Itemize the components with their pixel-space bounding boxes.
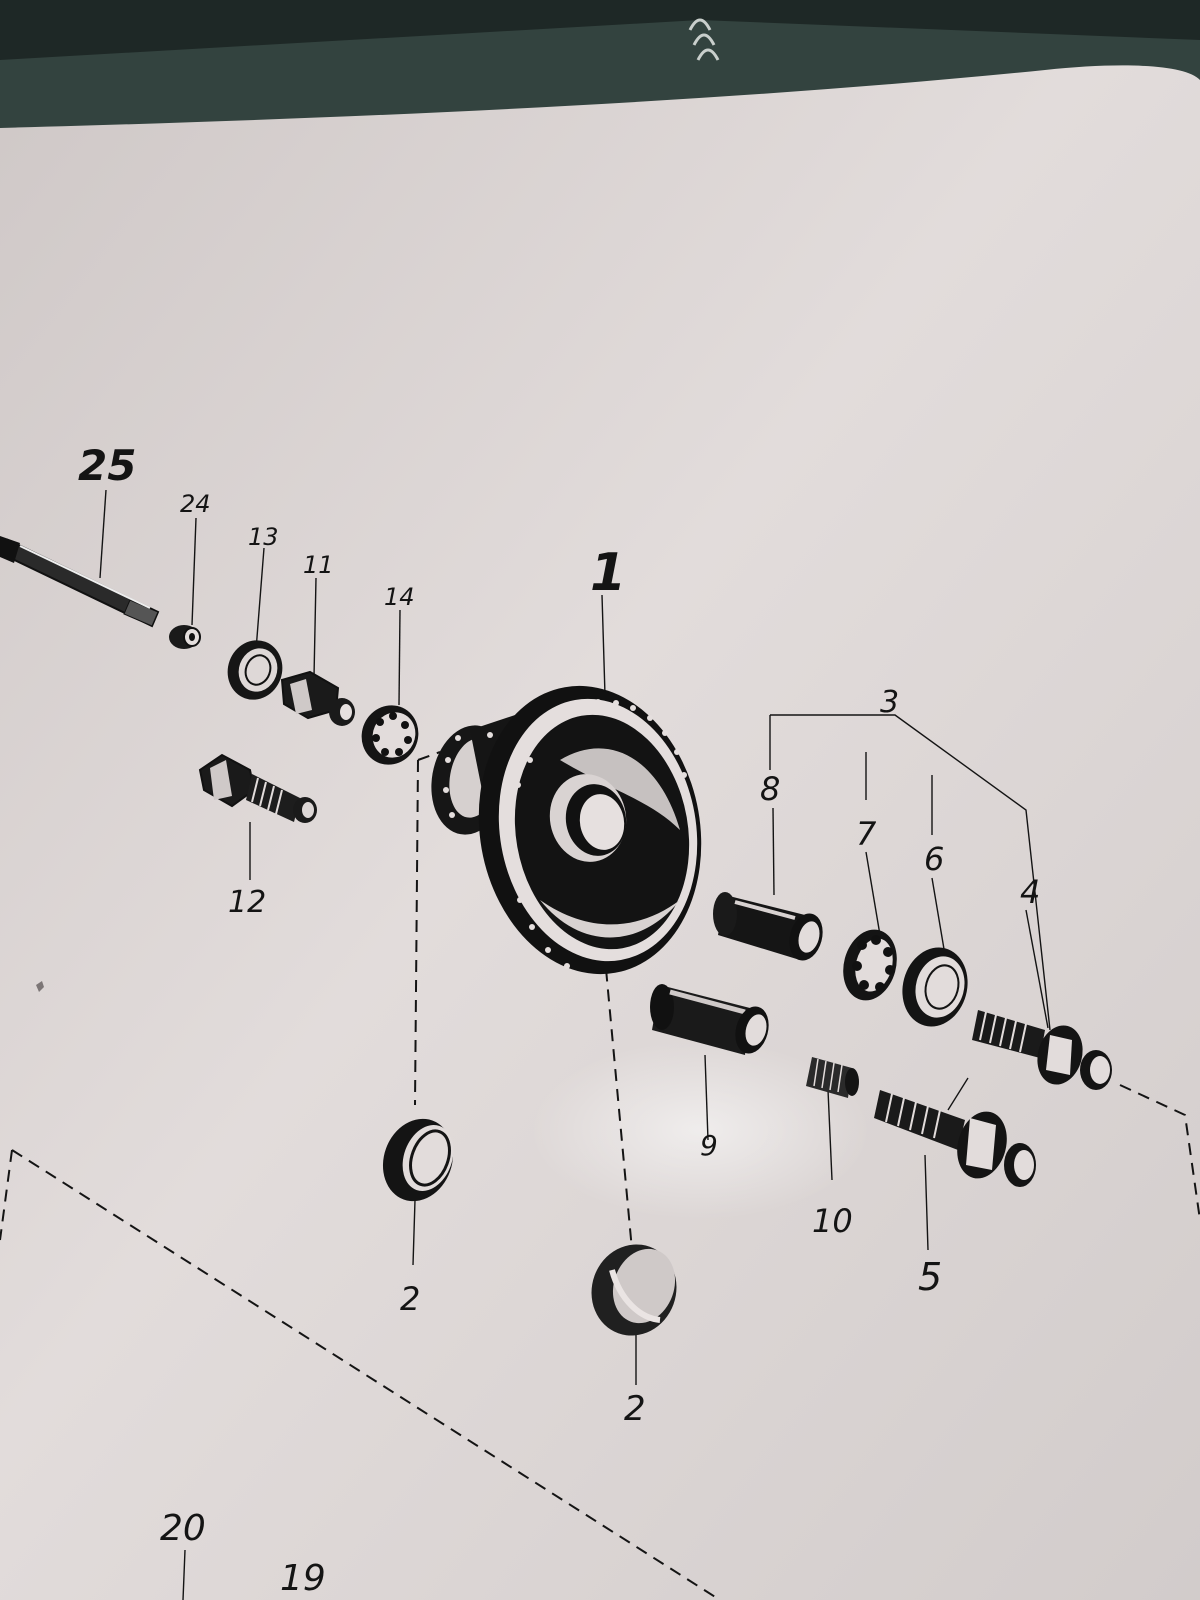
threaded-axle-stub-icon [874,1090,1036,1187]
callout-7: 7 [856,815,877,853]
threaded-axle-stub-icon [972,1010,1112,1090]
callout-13: 13 [248,523,279,551]
background-shadow [0,0,1200,60]
callout-19: 19 [280,1558,326,1599]
spacer-tube-icon [713,892,823,961]
callout-11: 11 [303,551,334,579]
knurled-nut-icon [806,1057,859,1098]
hub-shell-icon [431,685,702,975]
ball-bearing-icon [843,929,897,1001]
callout-25: 25 [78,441,136,490]
bearing-cup-icon [382,1118,454,1202]
callout-10: 10 [812,1202,853,1240]
bearing-cup-icon [591,1244,677,1336]
leader-lines [99,489,1051,1600]
callout-14: 14 [384,583,415,611]
washer-icon [902,947,968,1027]
ball-bearing-icon [361,705,419,765]
seal-ring-icon [227,640,283,700]
paper-speck [36,981,44,992]
axle-rod-icon [0,536,160,628]
binder-spiral-icon [688,18,720,61]
callout-3: 3 [880,685,899,720]
hex-nut-sleeve-icon [280,670,355,726]
callout-20: 20 [160,1508,206,1549]
light-glare [530,1040,870,1220]
callout-1: 1 [590,543,626,603]
callout-9: 9 [700,1129,718,1162]
callout-24: 24 [180,490,211,518]
callout-5: 5 [918,1255,942,1299]
threaded-bolt-icon [198,753,317,823]
callout-6: 6 [924,840,944,878]
spacer-tube-icon [650,984,769,1055]
callout-labels: 25 24 13 11 14 1 3 8 7 6 4 12 9 10 5 2 2… [78,441,1040,1599]
callout-2-left: 2 [400,1280,420,1318]
bushing-icon [169,625,201,649]
callout-12: 12 [228,885,266,920]
callout-8: 8 [760,770,780,808]
callout-4: 4 [1020,873,1040,911]
callout-2-center: 2 [624,1389,646,1429]
